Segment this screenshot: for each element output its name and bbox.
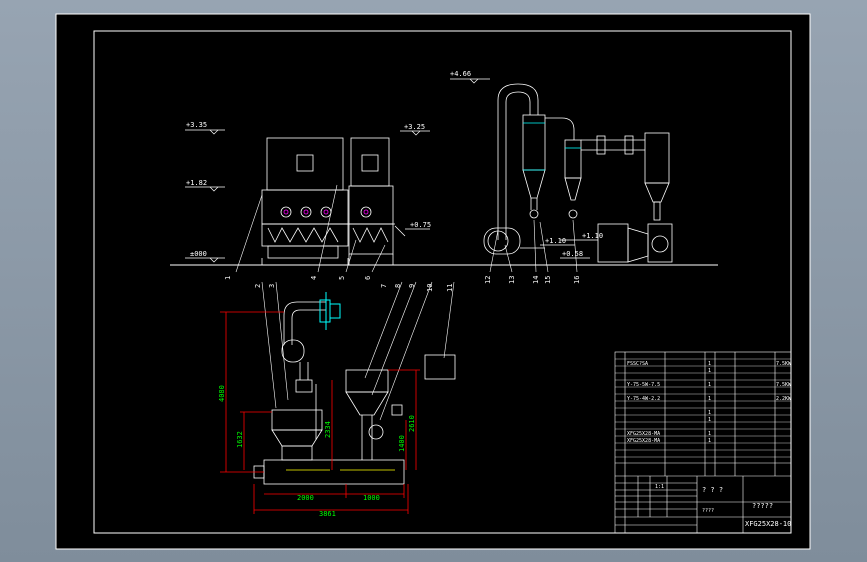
part-no-4: 4 <box>310 276 318 280</box>
part-no-9: 9 <box>408 284 416 288</box>
tb-scale: 1:1 <box>655 484 664 490</box>
part-leaders <box>235 184 578 421</box>
tb-row-3-qty: 1 <box>708 382 711 388</box>
tb-row-3-note: 7.5KW <box>776 382 792 388</box>
elev-182: +1.82 <box>186 179 207 187</box>
dim-2610: 2610 <box>408 415 416 432</box>
tb-row-5-qty: 1 <box>708 410 711 416</box>
elev-058: +0.58 <box>562 250 583 258</box>
tb-row-7-name: XFG25X28-MA <box>627 431 660 437</box>
elev-325: +3.25 <box>404 123 425 131</box>
dim-4080: 4080 <box>218 385 226 402</box>
tb-row-4-qty: 1 <box>708 396 711 402</box>
dim-2334: 2334 <box>324 421 332 438</box>
elevation-markers-right <box>450 78 598 259</box>
fan-motors-front <box>283 209 369 215</box>
tb-row-1-qty: 1 <box>708 361 711 367</box>
cyclone-accent <box>523 122 581 171</box>
elev-335: +3.35 <box>186 121 207 129</box>
elev-110b: +1.10 <box>582 232 603 240</box>
elev-110a: +1.10 <box>545 237 566 245</box>
part-no-10: 10 <box>426 284 434 292</box>
tb-row-3-name: Y-75-5W-7.5 <box>627 382 660 388</box>
part-no-12: 12 <box>484 276 492 284</box>
tb-row-1-note: 7.5KW <box>776 361 792 367</box>
drawing-frame <box>93 30 792 534</box>
plan-fan-cyan <box>319 292 341 330</box>
elevation-markers-left <box>185 129 430 263</box>
tb-small: ???? <box>702 508 714 514</box>
tb-row-1-name: FSSC?SA <box>627 361 648 367</box>
part-no-16: 16 <box>573 276 581 284</box>
tb-row-4-name: Y-75-4W-2.2 <box>627 396 660 402</box>
tb-marks-b: ????? <box>752 502 773 510</box>
part-no-3: 3 <box>268 284 276 288</box>
dim-1632: 1632 <box>236 431 244 448</box>
tb-row-8-name: XFG25X28-MA <box>627 438 660 444</box>
dimension-lines <box>220 311 420 514</box>
drawing-sheet <box>55 13 811 550</box>
cyclone-ducting <box>483 83 673 263</box>
part-no-2: 2 <box>254 284 262 288</box>
tb-row-8-qty: 1 <box>708 438 711 444</box>
part-no-15: 15 <box>544 276 552 284</box>
dim-3861: 3861 <box>319 510 336 518</box>
part-no-8: 8 <box>394 284 402 288</box>
part-no-1: 1 <box>224 276 232 280</box>
tb-row-2-qty: 1 <box>708 368 711 374</box>
tb-row-7-qty: 1 <box>708 431 711 437</box>
elev-075: +0.75 <box>410 221 431 229</box>
title-block <box>614 351 792 534</box>
part-no-7: 7 <box>380 284 388 288</box>
part-numbers: 1 2 3 4 5 6 7 8 9 10 11 12 13 14 15 16 <box>224 276 581 292</box>
dim-1400: 1400 <box>398 435 406 452</box>
plan-view <box>253 301 456 485</box>
dim-2000: 2000 <box>297 494 314 502</box>
elev-466: +4.66 <box>450 70 471 78</box>
drawing-number: XFG25X28-10 <box>745 520 791 528</box>
elev-000: ±000 <box>190 250 207 258</box>
tb-row-6-qty: 1 <box>708 417 711 423</box>
part-no-6: 6 <box>364 276 372 280</box>
part-no-13: 13 <box>508 276 516 284</box>
tb-marks-a: ? ? ? <box>702 486 723 494</box>
part-no-5: 5 <box>338 276 346 280</box>
part-no-11: 11 <box>446 284 454 292</box>
dim-1000: 1000 <box>363 494 380 502</box>
tb-row-4-note: 2.2KW <box>776 396 792 402</box>
part-no-14: 14 <box>532 276 540 284</box>
title-block-rows <box>615 358 791 458</box>
